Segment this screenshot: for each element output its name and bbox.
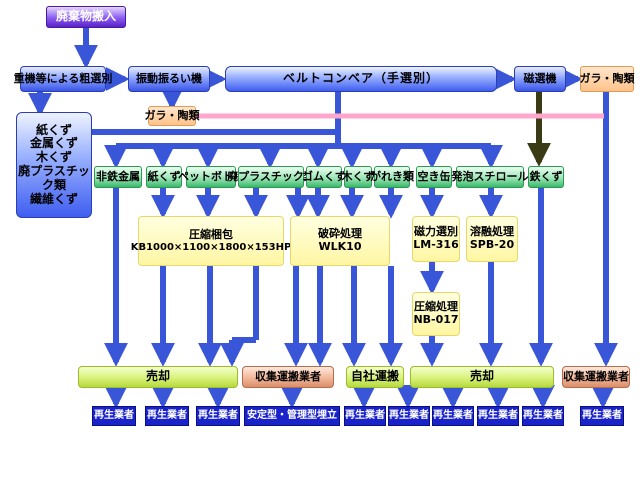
category-nonferrous: 非鉄金属 [94, 166, 142, 188]
category-rubber: ゴムくず [302, 166, 346, 188]
final-landfill: 安定型・管理型埋立 [244, 406, 340, 426]
category-pet-bottle: ペットボトル [178, 166, 244, 188]
process-name: 磁力選別 [414, 225, 458, 239]
manual-item: 金属くず [29, 136, 78, 151]
process-compress-pack: 圧縮梱包 KB1000×1100×1800×153HP [131, 216, 291, 266]
final-recycler: 再生業者 [477, 406, 519, 426]
final-recycler: 再生業者 [432, 406, 474, 426]
process-name: 破砕処理 [318, 227, 362, 241]
process-spec: NB-017 [413, 313, 459, 326]
process-name: 圧縮梱包 [189, 227, 233, 241]
manual-item: 廃プラスチック類 [18, 164, 90, 192]
process-spec: WLK10 [318, 240, 362, 253]
category-iron: 鉄くず [528, 166, 564, 188]
manual-item: 繊維くず [29, 191, 78, 206]
process-name: 溶融処理 [470, 225, 514, 239]
final-recycler: 再生業者 [522, 406, 564, 426]
outcome-sale-left: 売却 [78, 366, 238, 388]
process-spec: LM-316 [413, 238, 459, 251]
glass-ceramic-top-box: ガラ・陶類 [580, 66, 635, 92]
category-wood: 木くず [342, 166, 375, 188]
magnetic-separator-box: 磁選機 [514, 66, 566, 92]
final-recycler: 再生業者 [196, 406, 240, 426]
manual-item: 紙くず [35, 122, 72, 137]
process-magnetic: 磁力選別 LM-316 [412, 216, 460, 262]
category-empty-can: 空き缶 [416, 166, 452, 188]
glass-ceramic-mid-box: ガラ・陶類 [145, 106, 200, 126]
outcome-collector-right: 収集運搬業者 [562, 366, 630, 388]
final-recycler: 再生業者 [388, 406, 430, 426]
process-spec: KB1000×1100×1800×153HP [130, 241, 292, 253]
final-recycler: 再生業者 [344, 406, 386, 426]
manual-sort-list: 紙くず 金属くず 木くず 廃プラスチック類 繊維くず [16, 112, 92, 218]
category-foam: 発泡スチロール [452, 166, 529, 188]
belt-conveyor-box: ベルトコンベア（手選別） [225, 66, 497, 92]
category-paper: 紙くず [146, 166, 182, 188]
outcome-sale-right: 売却 [410, 366, 554, 388]
process-crush: 破砕処理 WLK10 [290, 216, 390, 266]
process-melt: 溶融処理 SPB-20 [466, 216, 518, 262]
manual-item: 木くず [35, 150, 72, 165]
final-recycler: 再生業者 [580, 406, 624, 426]
final-recycler: 再生業者 [145, 406, 189, 426]
vibration-sieve-box: 振動振るい機 [128, 66, 210, 92]
process-press: 圧縮処理 NB-017 [412, 292, 460, 336]
rough-sort-box: 重機等による粗選別 [14, 66, 112, 92]
category-rubble: がれき類 [370, 166, 414, 188]
final-recycler: 再生業者 [92, 406, 136, 426]
category-waste-plastic: 廃プラスチック類 [227, 166, 315, 188]
incoming-waste-title: 廃棄物搬入 [46, 6, 126, 28]
outcome-collector-mid: 収集運搬業者 [242, 366, 334, 388]
process-spec: SPB-20 [469, 238, 515, 251]
outcome-own-transport: 自社運搬 [346, 366, 404, 388]
process-name: 圧縮処理 [414, 300, 458, 314]
